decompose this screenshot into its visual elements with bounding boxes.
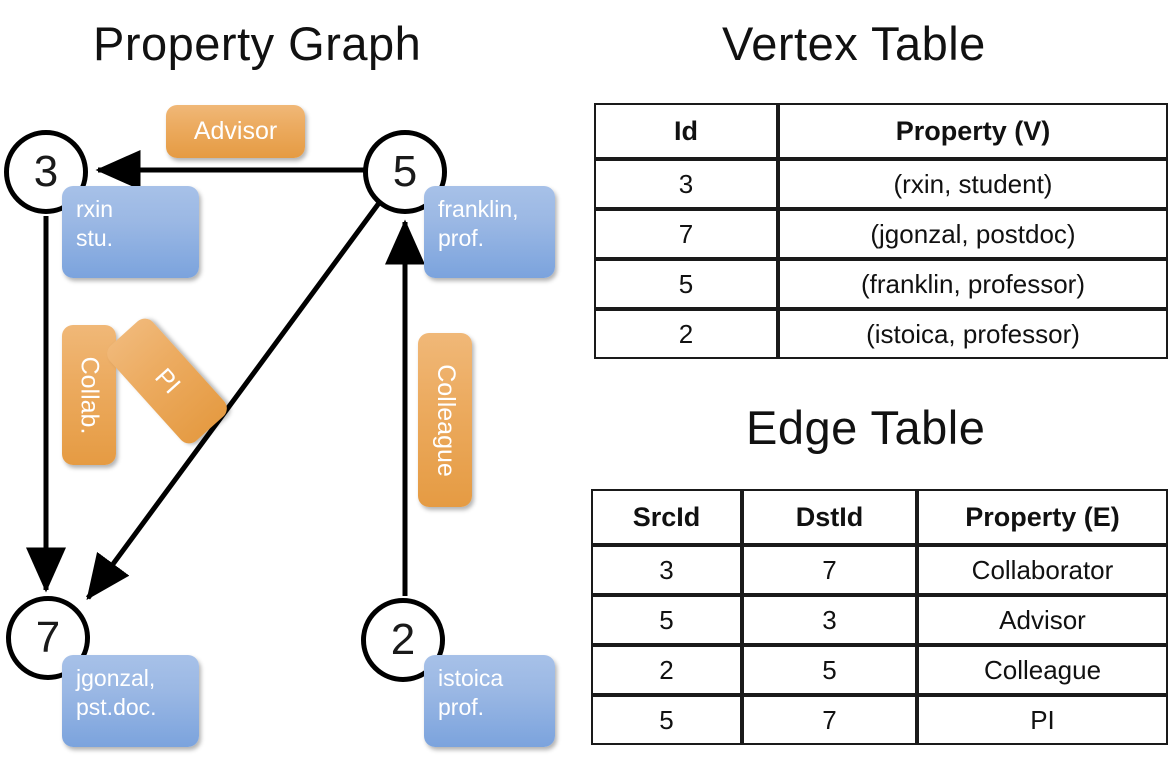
vertex-row-0-property: (rxin, student) (778, 159, 1168, 209)
vertex-row-1-id: 7 (594, 209, 778, 259)
edge-label-pi-text: PI (149, 362, 186, 399)
node-2-property-line-2: prof. (438, 694, 485, 721)
edge-row-1-property: Advisor (917, 595, 1168, 645)
edge-table: SrcId DstId Property (E) 3 7 Collaborato… (591, 489, 1168, 745)
node-3-property-box: rxin stu. (62, 186, 199, 278)
table-row[interactable]: 5 (franklin, professor) (594, 259, 1168, 309)
edge-label-collab: Collab. (62, 325, 116, 465)
edge-label-collab-text: Collab. (75, 356, 104, 434)
edge-5-to-7-pi (85, 201, 382, 601)
node-5-property-line-2: prof. (438, 225, 485, 252)
vertex-row-0-id: 3 (594, 159, 778, 209)
node-3-property-line-1: rxin (76, 196, 114, 222)
vertex-table: Id Property (V) 3 (rxin, student) 7 (jgo… (594, 103, 1168, 359)
edge-row-3-srcid: 5 (591, 695, 742, 745)
edge-table-header-dstid: DstId (742, 489, 917, 545)
vertex-row-3-property: (istoica, professor) (778, 309, 1168, 359)
graph-node-3-label: 3 (33, 147, 59, 196)
node-7-property-box: jgonzal, pst.doc. (62, 655, 199, 747)
node-2-property-box: istoica prof. (424, 655, 555, 747)
edge-row-3-dstid: 7 (742, 695, 917, 745)
vertex-row-3-id: 2 (594, 309, 778, 359)
table-row[interactable]: 2 (istoica, professor) (594, 309, 1168, 359)
edge-row-2-dstid: 5 (742, 645, 917, 695)
vertex-table-header-row: Id Property (V) (594, 103, 1168, 159)
table-row[interactable]: 3 (rxin, student) (594, 159, 1168, 209)
node-5-property-box: franklin, prof. (424, 186, 555, 278)
node-5-property-line-1: franklin, (438, 196, 519, 222)
page-title-property-graph: Property Graph (93, 17, 422, 70)
edge-table-header-srcid: SrcId (591, 489, 742, 545)
page-title-edge-table: Edge Table (746, 401, 986, 454)
graph-node-5-label: 5 (392, 147, 418, 196)
node-2-property-line-1: istoica (438, 665, 504, 691)
edge-row-1-dstid: 3 (742, 595, 917, 645)
edge-row-3-property: PI (917, 695, 1168, 745)
page-title-vertex-table: Vertex Table (722, 17, 986, 70)
edge-label-colleague: Colleague (418, 333, 472, 507)
table-row[interactable]: 7 (jgonzal, postdoc) (594, 209, 1168, 259)
edge-table-header-property: Property (E) (917, 489, 1168, 545)
vertex-row-2-id: 5 (594, 259, 778, 309)
node-3-property-line-2: stu. (76, 225, 114, 252)
edge-row-0-srcid: 3 (591, 545, 742, 595)
table-row[interactable]: 5 3 Advisor (591, 595, 1168, 645)
table-row[interactable]: 3 7 Collaborator (591, 545, 1168, 595)
vertex-row-1-property: (jgonzal, postdoc) (778, 209, 1168, 259)
edge-label-colleague-text: Colleague (431, 363, 460, 477)
vertex-table-header-id: Id (594, 103, 778, 159)
edge-row-2-srcid: 2 (591, 645, 742, 695)
edge-row-1-srcid: 5 (591, 595, 742, 645)
node-7-property-line-2: pst.doc. (76, 694, 157, 721)
edge-label-advisor-text: Advisor (193, 117, 278, 145)
property-graph-panel: Property Graph 3 5 7 2 (4, 17, 555, 747)
table-row[interactable]: 5 7 PI (591, 695, 1168, 745)
edge-table-header-row: SrcId DstId Property (E) (591, 489, 1168, 545)
graph-edges-svg (26, 150, 425, 601)
edge-row-0-dstid: 7 (742, 545, 917, 595)
edge-label-advisor: Advisor (166, 105, 305, 158)
edge-row-2-property: Colleague (917, 645, 1168, 695)
vertex-table-header-property: Property (V) (778, 103, 1168, 159)
vertex-row-2-property: (franklin, professor) (778, 259, 1168, 309)
node-7-property-line-1: jgonzal, (76, 665, 156, 691)
edge-row-0-property: Collaborator (917, 545, 1168, 595)
table-row[interactable]: 2 5 Colleague (591, 645, 1168, 695)
graph-node-5[interactable]: 5 (363, 130, 447, 214)
graph-node-7-label: 7 (35, 613, 61, 662)
graph-node-2-label: 2 (390, 615, 416, 664)
graph-node-2[interactable]: 2 (361, 598, 445, 682)
